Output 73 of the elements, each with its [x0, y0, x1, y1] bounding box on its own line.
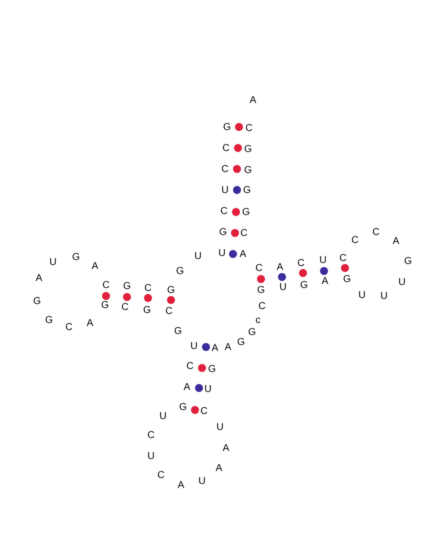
nucleotide-letter: G [300, 281, 308, 291]
nucleotide-letter: C [200, 407, 208, 417]
nucleotide-letter: G [237, 338, 245, 348]
nucleotide-letter: U [216, 423, 224, 433]
nucleotide-letter: G [101, 301, 109, 311]
nucleotide-letter: G [223, 123, 231, 133]
nucleotide-letter: C [372, 228, 380, 238]
nucleotide-letter: G [143, 306, 151, 316]
nucleotide-letter: C [221, 165, 229, 175]
nucleotide-letter: G [242, 208, 250, 218]
nucleotide-letter: G [343, 275, 351, 285]
nucleotide-letter: C [220, 207, 228, 217]
nucleotide-letter: C [165, 307, 173, 317]
nucleotide-letter: C [144, 284, 152, 294]
nucleotide-letter: A [240, 250, 246, 260]
nucleotide-letter: G [33, 297, 41, 307]
nucleotide-letter: U [218, 249, 226, 259]
nucleotide-letter: G [72, 253, 80, 263]
nucleotide-letter: C [258, 302, 266, 312]
nucleotide-letter: G [219, 228, 227, 238]
nucleotide-letter: C [240, 229, 248, 239]
nucleotide-letter: c [256, 316, 260, 326]
nucleotide-letter: G [243, 186, 251, 196]
nucleotide-letter: G [179, 403, 187, 413]
nucleotide-letter: A [392, 237, 400, 247]
nucleotide-letter: G [176, 267, 184, 277]
nucleotide-letter: A [216, 464, 222, 474]
nucleotide-letter: G [244, 145, 252, 155]
nucleotide-letter: A [276, 263, 284, 273]
nucleotide-letter: A [184, 383, 190, 393]
nucleotide-letter: U [398, 278, 406, 288]
nucleotide-letter: A [92, 262, 98, 272]
nucleotide-letter: C [245, 124, 253, 134]
nucleotide-letter: G [248, 328, 256, 338]
nucleotide-letter: C [157, 471, 165, 481]
nucleotide-letter: A [212, 344, 218, 354]
nucleotide-letter: C [339, 254, 347, 264]
nucleotide-letter: C [255, 264, 263, 274]
nucleotide-letter: A [86, 319, 94, 329]
nucleotide-letter: U [319, 256, 327, 266]
nucleotide-letter: U [147, 452, 155, 462]
nucleotide-letter: C [297, 259, 305, 269]
nucleotide-letter: U [204, 385, 212, 395]
nucleotide-letter: C [102, 281, 110, 291]
nucleotide-letter: C [65, 323, 73, 333]
nucleotide-letter: G [404, 257, 412, 267]
nucleotide-letter: A [178, 481, 184, 491]
nucleotide-letter: A [222, 444, 230, 454]
nucleotide-letter: G [45, 316, 53, 326]
nucleotide-letter: C [222, 144, 230, 154]
nucleotide-letter: G [244, 166, 252, 176]
nucleotide-letter: A [322, 277, 328, 287]
nucleotide-letter: G [257, 286, 265, 296]
nucleotide-letter: C [121, 303, 129, 313]
nucleotide-letter: G [167, 286, 175, 296]
nucleotide-letter: U [279, 283, 287, 293]
nucleotide-letter: U [190, 342, 198, 352]
nucleotide-letter: U [198, 477, 206, 487]
nucleotide-letter: C [186, 362, 194, 372]
nucleotide-letter: U [358, 291, 366, 301]
nucleotide-letter: A [224, 343, 232, 353]
nucleotide-letter: U [159, 412, 167, 422]
nucleotide-letter: G [208, 365, 216, 375]
nucleotide-letter: U [221, 186, 229, 196]
nucleotide-letter: A [36, 274, 42, 284]
nucleotide-letter: U [380, 292, 388, 302]
nucleotide-letter: C [147, 431, 155, 441]
nucleotide-letter: U [49, 258, 57, 268]
nucleotide-letter: U [194, 252, 202, 262]
nucleotide-letter: G [174, 327, 182, 337]
nucleotide-letter: C [351, 236, 359, 246]
nucleotide-letter: G [123, 282, 131, 292]
nucleotide-letter: A [250, 96, 256, 106]
